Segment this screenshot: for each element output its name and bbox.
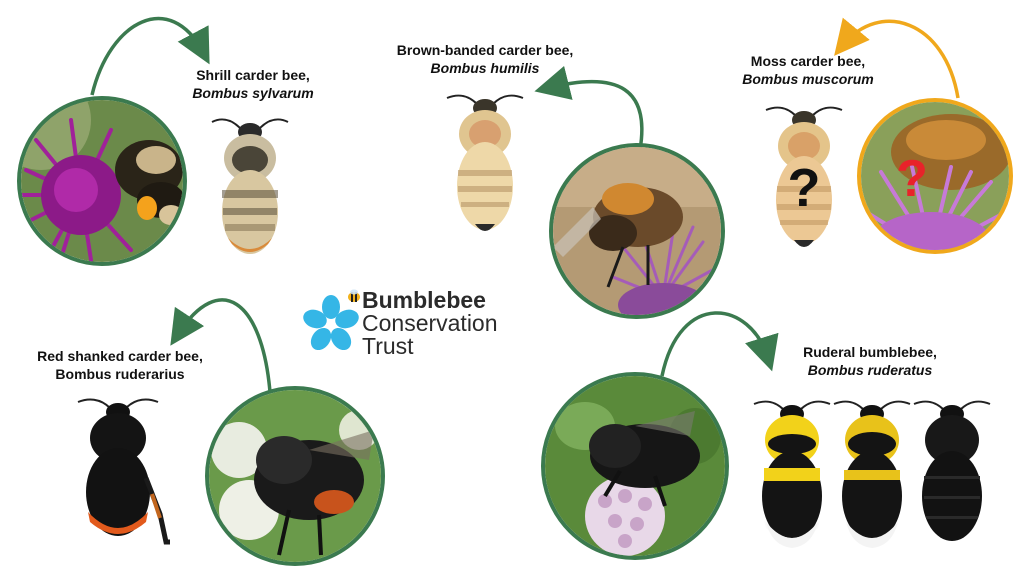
small-bee-icon bbox=[348, 289, 360, 302]
common-name-brown: Brown-banded carder bee, bbox=[396, 42, 574, 58]
common-name-moss: Moss carder bee, bbox=[750, 53, 866, 69]
illustration-brown-banded-carder-bee bbox=[446, 94, 524, 231]
question-mark-illustration: ? bbox=[787, 158, 821, 218]
arrow-moss bbox=[834, 17, 960, 99]
latin-name-ruderal: Bombus ruderatus bbox=[807, 362, 933, 378]
arrow-red bbox=[170, 298, 272, 393]
flower-logo-icon bbox=[303, 295, 359, 351]
arrow-brown bbox=[534, 65, 644, 151]
latin-name-brown: Bombus humilis bbox=[430, 60, 540, 76]
illustration-red-shanked-carder-bee bbox=[77, 398, 170, 545]
photo-moss-carder-bee bbox=[857, 98, 1013, 254]
label-ruderal: Ruderal bumblebee, Bombus ruderatus bbox=[780, 343, 960, 379]
photo-red-shanked-carder-bee bbox=[205, 386, 385, 566]
logo-line-trust: Trust bbox=[362, 333, 414, 359]
question-mark-photo: ? bbox=[896, 150, 928, 208]
logo-line-bumblebee: Bumblebee bbox=[362, 287, 486, 313]
label-red: Red shanked carder bee, Bombus ruderariu… bbox=[15, 347, 225, 383]
common-name-shrill: Shrill carder bee, bbox=[196, 67, 310, 83]
latin-name-shrill: Bombus sylvarum bbox=[192, 85, 314, 101]
illustration-shrill-carder-bee bbox=[211, 118, 289, 254]
illustration-ruderal-bumblebee-2 bbox=[833, 400, 911, 548]
common-name-red: Red shanked carder bee, bbox=[37, 348, 203, 364]
common-name-ruderal: Ruderal bumblebee, bbox=[803, 344, 937, 360]
logo-line-conservation: Conservation bbox=[362, 310, 498, 336]
latin-name-moss: Bombus muscorum bbox=[742, 71, 874, 87]
photo-shrill-carder-bee bbox=[17, 96, 187, 266]
illustration-ruderal-bumblebee-1 bbox=[753, 400, 831, 548]
illustration-ruderal-bumblebee-3 bbox=[913, 400, 991, 541]
label-moss: Moss carder bee, Bombus muscorum bbox=[728, 52, 888, 88]
photo-ruderal-bumblebee bbox=[541, 372, 729, 560]
arrow-shrill bbox=[90, 17, 210, 96]
latin-name-red: Bombus ruderarius bbox=[55, 366, 185, 382]
illustration-moss-carder-bee bbox=[765, 106, 843, 247]
bumblebee-conservation-trust-logo: Bumblebee Conservation Trust bbox=[302, 287, 532, 359]
arrow-ruderal bbox=[660, 311, 779, 377]
label-brown: Brown-banded carder bee, Bombus humilis bbox=[380, 41, 590, 77]
label-shrill: Shrill carder bee, Bombus sylvarum bbox=[178, 66, 328, 102]
photo-brown-banded-carder-bee bbox=[549, 143, 725, 319]
